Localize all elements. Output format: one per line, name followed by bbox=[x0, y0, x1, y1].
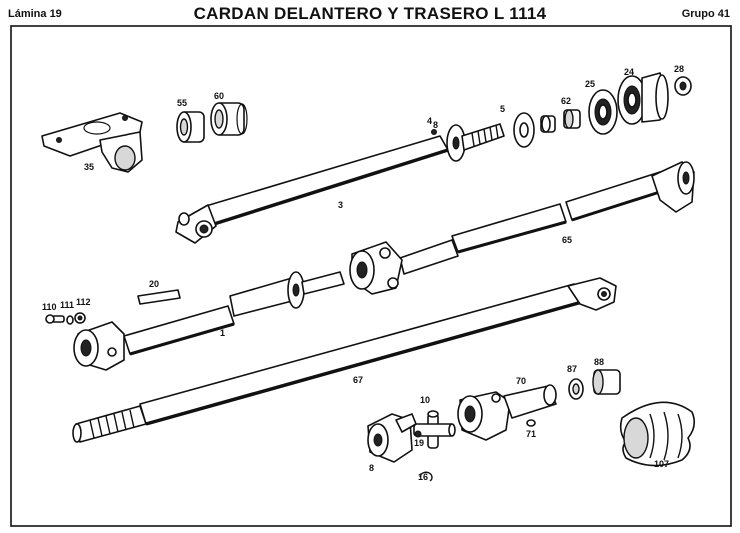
part-87-dust-cap bbox=[568, 378, 584, 400]
callout-107: 107 bbox=[654, 459, 669, 469]
part-112-nut bbox=[74, 312, 86, 324]
part-35-support-bracket bbox=[41, 112, 143, 173]
callout-60: 60 bbox=[214, 91, 224, 101]
callout-88: 88 bbox=[594, 357, 604, 367]
part-8-flange-yoke bbox=[367, 413, 417, 463]
callout-71: 71 bbox=[526, 429, 536, 439]
callout-55: 55 bbox=[177, 98, 187, 108]
callout-5: 5 bbox=[500, 104, 505, 114]
callout-87: 87 bbox=[567, 364, 577, 374]
callout-8-lower: 8 bbox=[369, 463, 374, 473]
drawing-frame bbox=[10, 25, 732, 527]
callout-16: 16 bbox=[418, 472, 428, 482]
part-107-rubber-boot bbox=[619, 401, 696, 467]
part-71-plug bbox=[526, 419, 536, 427]
part-67-long-shaft bbox=[72, 277, 617, 443]
part-62-ring-b bbox=[563, 109, 581, 129]
part-55-bearing bbox=[176, 111, 205, 143]
callout-28: 28 bbox=[674, 64, 684, 74]
part-88-sleeve bbox=[592, 369, 621, 395]
callout-111: 111 bbox=[60, 300, 74, 310]
part-110-bolt bbox=[45, 314, 65, 324]
part-24-flange bbox=[617, 72, 669, 125]
callout-20: 20 bbox=[149, 279, 159, 289]
part-19-grease-fitting bbox=[414, 430, 422, 438]
callout-3: 3 bbox=[338, 200, 343, 210]
group-number: Grupo 41 bbox=[681, 8, 730, 20]
callout-10: 10 bbox=[420, 395, 430, 405]
callout-62: 62 bbox=[561, 96, 571, 106]
callout-1: 1 bbox=[220, 328, 225, 338]
callout-67: 67 bbox=[353, 375, 363, 385]
callout-70: 70 bbox=[516, 376, 526, 386]
sheet-number: Lámina 19 bbox=[8, 8, 62, 20]
part-10-cross-spider bbox=[413, 410, 456, 449]
callout-4: 4 bbox=[427, 116, 432, 126]
page-title: CARDAN DELANTERO Y TRASERO L 1114 bbox=[193, 4, 547, 23]
callout-65: 65 bbox=[562, 235, 572, 245]
callout-35: 35 bbox=[84, 162, 94, 172]
part-20-shim bbox=[137, 289, 181, 305]
part-111-washer bbox=[66, 315, 74, 325]
part-3-front-shaft bbox=[175, 123, 505, 244]
part-62-ring bbox=[540, 115, 556, 133]
part-60-bearing bbox=[210, 102, 248, 136]
part-25-seal bbox=[588, 89, 618, 135]
part-28-nut bbox=[674, 76, 692, 96]
part-65-rear-shaft bbox=[349, 161, 695, 295]
part-16-snap-ring bbox=[419, 471, 433, 482]
callout-8-upper: 8 bbox=[433, 120, 438, 130]
callout-24: 24 bbox=[624, 67, 634, 77]
part-1-propeller-shaft bbox=[73, 271, 345, 371]
callout-25: 25 bbox=[585, 79, 595, 89]
callout-19: 19 bbox=[414, 438, 424, 448]
callout-112: 112 bbox=[76, 297, 91, 307]
part-5-washer bbox=[513, 112, 535, 148]
part-70-slip-yoke bbox=[457, 384, 557, 441]
callout-110: 110 bbox=[42, 302, 57, 312]
